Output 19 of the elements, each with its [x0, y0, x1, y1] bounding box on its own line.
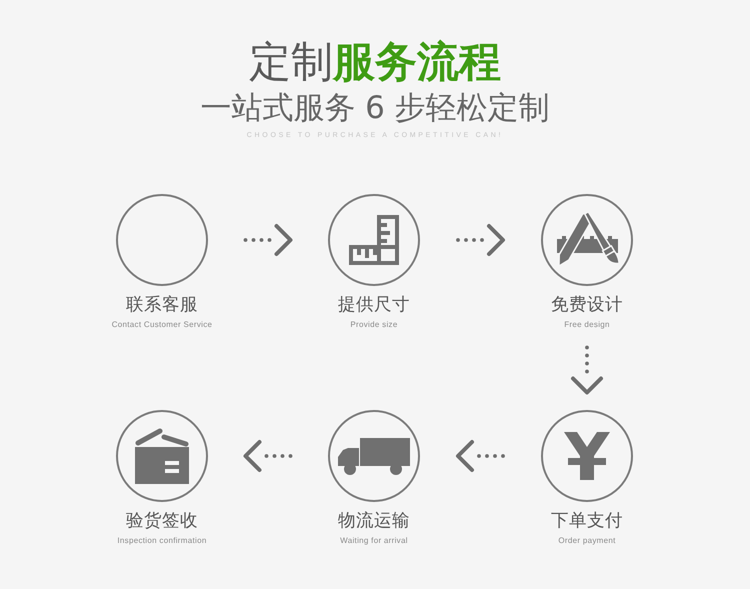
- arrow: [571, 346, 603, 394]
- step-subtitle: Contact Customer Service: [112, 320, 212, 330]
- arrow: [456, 224, 505, 256]
- title: 定制服务流程: [248, 36, 502, 88]
- step-subtitle: Free design: [564, 320, 610, 330]
- subtitle: 一站式服务 6 步轻松定制: [199, 89, 551, 127]
- step-title: 下单支付: [551, 511, 623, 531]
- step-title: 联系客服: [126, 295, 198, 315]
- step-subtitle: Waiting for arrival: [340, 536, 408, 546]
- step-title: 验货签收: [126, 511, 198, 531]
- step-subtitle: Provide size: [350, 320, 398, 330]
- arrow: [456, 440, 505, 472]
- step-title: 物流运输: [338, 511, 410, 531]
- arrow: [244, 440, 292, 472]
- step-title: 免费设计: [551, 295, 623, 315]
- step-subtitle: Inspection confirmation: [117, 536, 207, 546]
- arrow: [244, 224, 292, 256]
- step-subtitle: Order payment: [558, 536, 616, 546]
- step-title: 提供尺寸: [338, 295, 410, 315]
